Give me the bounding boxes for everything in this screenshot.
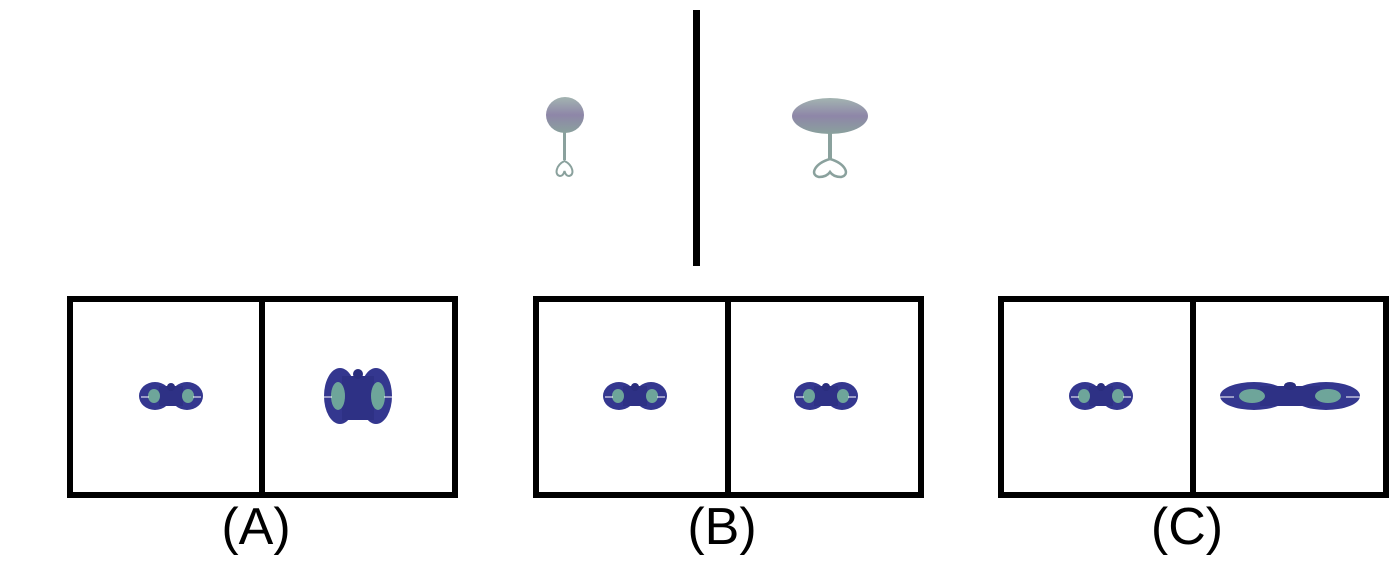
blue-lens-object-icon (603, 382, 667, 410)
option-c-frame[interactable] (998, 296, 1389, 498)
option-a-left-panel (73, 302, 259, 492)
round-cup-icon (546, 97, 584, 178)
option-b-frame[interactable] (533, 296, 924, 498)
option-a-right-panel (265, 302, 451, 492)
option-a-divider (259, 302, 265, 492)
option-c-divider (1190, 302, 1196, 492)
blue-lens-object-icon (794, 382, 858, 410)
blue-lens-object-icon (1069, 382, 1133, 410)
center-divider (693, 10, 700, 266)
option-b-left-panel (539, 302, 725, 492)
option-c-label[interactable]: (C) (1150, 498, 1224, 556)
option-a-label[interactable]: (A) (221, 498, 291, 556)
option-a-frame[interactable] (67, 296, 458, 498)
wide-bowl-cup-icon (792, 98, 868, 179)
option-c-right-panel (1196, 302, 1382, 492)
option-c-left-panel (1004, 302, 1190, 492)
option-b-label[interactable]: (B) (687, 498, 757, 556)
blue-lens-object-icon (139, 382, 203, 410)
blue-lens-object-wide-icon (1220, 382, 1360, 410)
option-b-right-panel (731, 302, 917, 492)
blue-lens-object-tall-icon (324, 368, 392, 424)
option-b-divider (725, 302, 731, 492)
